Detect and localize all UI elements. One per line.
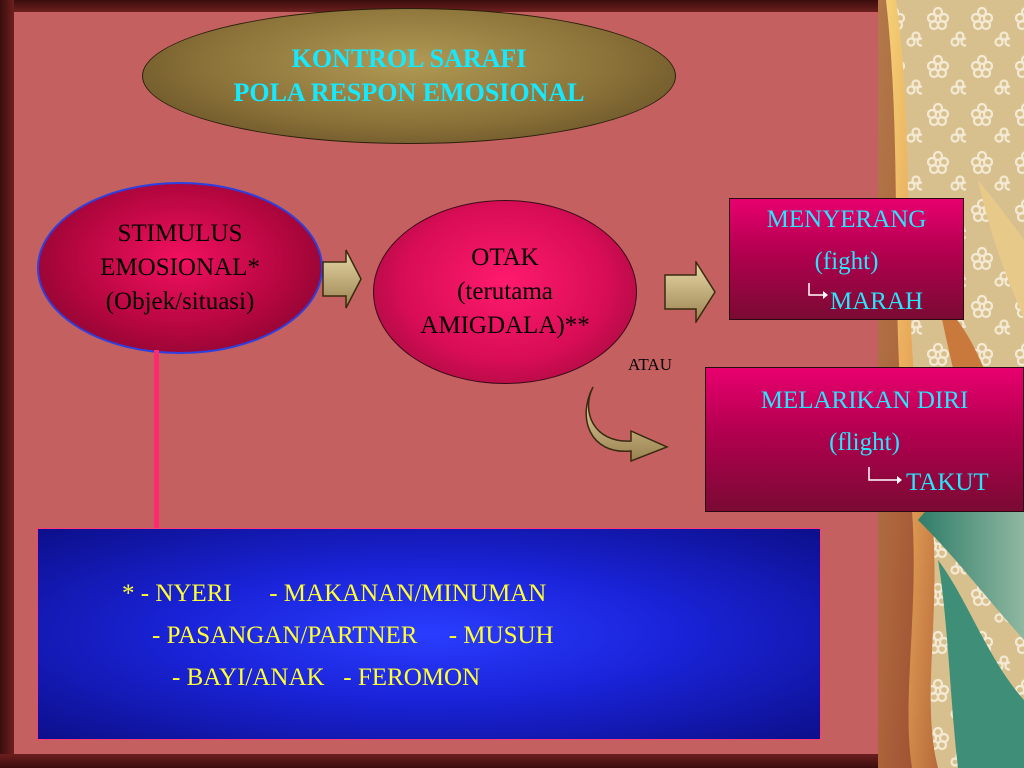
title-oval: KONTROL SARAFI POLA RESPON EMOSIONAL	[142, 8, 676, 144]
slide-frame-bottom	[0, 754, 880, 768]
examples-line-2: - PASANGAN/PARTNER - MUSUH	[152, 622, 554, 649]
otak-oval: OTAK (terutama AMIGDALA)**	[373, 200, 637, 384]
connector-line	[154, 350, 159, 532]
menyerang-box: MENYERANG (fight) MARAH	[729, 198, 964, 320]
elbow-arrow-icon	[868, 467, 902, 484]
examples-box: * - NYERI - MAKANAN/MINUMAN - PASANGAN/P…	[37, 528, 821, 740]
melarikan-line-3: TAKUT	[906, 469, 989, 496]
stimulus-line-2: EMOSIONAL*	[100, 254, 260, 281]
otak-line-1: OTAK	[471, 244, 539, 271]
slide-frame-left	[0, 0, 14, 768]
menyerang-line-1: MENYERANG	[766, 206, 927, 233]
stimulus-oval: STIMULUS EMOSIONAL* (Objek/situasi)	[37, 182, 323, 354]
otak-line-2: (terutama	[457, 278, 553, 305]
otak-line-3: AMIGDALA)**	[420, 312, 590, 339]
arrow-right-icon	[664, 261, 716, 323]
atau-label: ATAU	[628, 355, 672, 374]
examples-line-3: - BAYI/ANAK - FEROMON	[172, 664, 481, 691]
slide-frame-top	[0, 0, 880, 12]
menyerang-line-2: (fight)	[814, 248, 879, 275]
melarikan-line-1: MELARIKAN DIRI	[760, 387, 969, 414]
title-line-1: KONTROL SARAFI	[291, 44, 527, 73]
curved-arrow-icon	[585, 386, 669, 463]
examples-line-1: * - NYERI - MAKANAN/MINUMAN	[122, 580, 547, 607]
elbow-arrow-icon	[808, 283, 828, 299]
title-line-2: POLA RESPON EMOSIONAL	[233, 78, 585, 107]
melarikan-box: MELARIKAN DIRI (flight) TAKUT	[705, 367, 1024, 512]
arrow-right-icon	[322, 249, 362, 309]
menyerang-line-3: MARAH	[830, 288, 924, 315]
stimulus-line-3: (Objek/situasi)	[105, 288, 255, 315]
melarikan-line-2: (flight)	[829, 429, 900, 456]
stimulus-line-1: STIMULUS	[117, 220, 243, 247]
